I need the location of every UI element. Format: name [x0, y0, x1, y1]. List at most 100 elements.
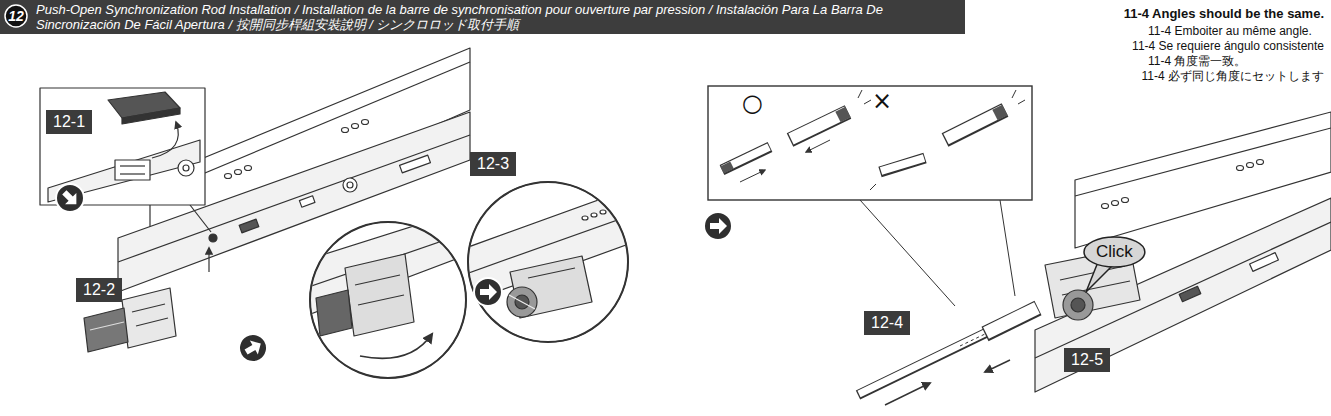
drawer-slide [342, 128, 349, 133]
detail-inset [40, 88, 211, 232]
magnifier-detail [345, 254, 414, 336]
drawer-slide [209, 234, 217, 242]
drawer-slide [1237, 166, 1244, 171]
magnifier-detail [507, 287, 537, 317]
synchronization-rod [985, 308, 1038, 334]
angle-inset [740, 170, 765, 182]
detail-inset [183, 165, 189, 171]
magnifier-detail [310, 222, 466, 378]
detail-inset [115, 160, 150, 180]
wrong-mark: × [872, 88, 892, 114]
drawer-slide [1102, 204, 1109, 209]
note-text: 11-4 必ず同じ角度にセットします [1142, 69, 1324, 83]
angle-inset [945, 110, 1005, 140]
angle-inset [722, 147, 770, 170]
drawer-slide [352, 124, 359, 129]
drawer-slide [208, 248, 209, 272]
synchronization-rod [859, 331, 989, 394]
drawer-slide [1250, 253, 1279, 272]
magnifier-detail [600, 210, 606, 214]
magnifier-detail [300, 205, 480, 358]
note-text: 11-4 Se requiere ángulo consistente [1132, 39, 1324, 53]
node-text: 12-1 [53, 112, 85, 132]
angle-inset [806, 140, 830, 152]
angle-inset [995, 110, 1005, 115]
correct-mark: ○ [742, 90, 763, 116]
bracket-part [90, 322, 124, 330]
drawer-slide [362, 120, 369, 125]
angle-inset [838, 112, 848, 117]
drawer-slide [347, 182, 353, 188]
angle-inset [708, 86, 1032, 200]
node-text: Click [1096, 242, 1133, 262]
angle-inset [723, 147, 769, 169]
drawer-slide [299, 196, 315, 207]
callout-number: 12-4 [864, 311, 910, 335]
angle-inset [881, 158, 924, 171]
detail-inset [120, 173, 145, 174]
note-text: 11-4 Emboiter au même angle. [1148, 24, 1312, 38]
node-text: 12-4 [871, 313, 903, 333]
drawer-slide [1075, 128, 1331, 196]
synchronization-rod [885, 383, 930, 405]
step-arrow [704, 212, 732, 240]
magnifier-detail [460, 185, 640, 318]
angle-inset [722, 165, 732, 170]
drawer-slide [1035, 112, 1331, 392]
angle-inset [864, 100, 871, 104]
magnifier-detail [316, 290, 352, 336]
callout-number: 12-1 [46, 110, 92, 134]
magnifier-detail [358, 295, 404, 305]
detail-inset [152, 122, 178, 158]
step-arrow [474, 278, 502, 306]
bracket-part [122, 288, 176, 348]
magnifier-detail [582, 216, 588, 220]
synchronization-rod [960, 334, 985, 346]
synchronization-rod [986, 308, 1037, 333]
drawer-slide [1122, 198, 1129, 203]
drawer-slide [1257, 160, 1264, 165]
bracket-part [132, 304, 165, 312]
detail-inset [122, 108, 180, 124]
drawer-slide [1247, 163, 1254, 168]
magnifier-detail [468, 182, 628, 342]
magnifier-detail [360, 334, 432, 358]
magnifier-detail [528, 268, 575, 278]
drawer-slide [225, 174, 232, 179]
synchronization-rod [858, 308, 1038, 405]
callout-number: 12-3 [470, 152, 516, 176]
bracket-part [84, 308, 128, 352]
node-text: 12-2 [83, 280, 115, 300]
drawer-slide [239, 219, 259, 233]
callout-number: 12-2 [76, 278, 122, 302]
node-text: 12-5 [1071, 350, 1103, 370]
angle-inset [860, 200, 955, 306]
bracket-part [136, 318, 168, 326]
drawer-slide [1035, 222, 1331, 358]
note-text: 11-4 Angles should be the same. [1124, 6, 1324, 21]
magnifier-detail [460, 182, 640, 342]
angle-inset [791, 112, 847, 139]
drawer-slide [343, 178, 357, 192]
drawer-slide [1179, 286, 1201, 301]
detail-inset [178, 160, 194, 176]
detail-inset [190, 205, 211, 232]
drawer-slide [400, 155, 431, 173]
drawer-slide [1035, 198, 1331, 392]
synchronization-rod [985, 360, 1010, 372]
magnifier-detail [300, 205, 480, 378]
title-band: Push-Open Synchronization Rod Installati… [0, 0, 965, 34]
step-circle [5, 5, 27, 27]
step-number: 12 [4, 4, 28, 28]
magnifier-detail [509, 295, 535, 309]
drawer-slide [1071, 298, 1085, 312]
node-text: 12-3 [477, 154, 509, 174]
angle-inset [708, 86, 1032, 306]
bubble-outline [1084, 237, 1145, 267]
note-text: 11-4 角度需一致。 [1148, 54, 1246, 68]
angle-inset [946, 110, 1004, 139]
angle-inset [870, 184, 876, 190]
